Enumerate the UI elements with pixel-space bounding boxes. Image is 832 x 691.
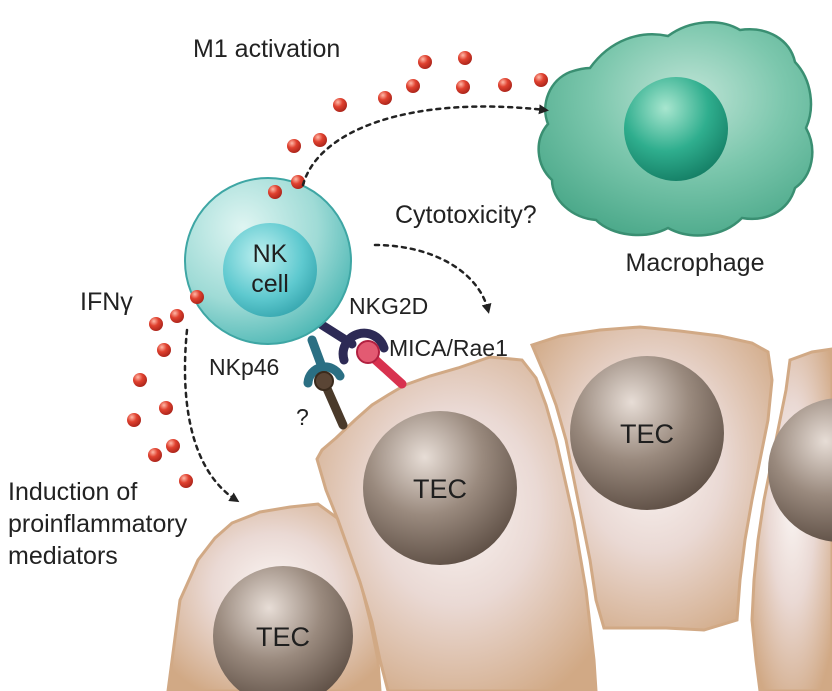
ifng-dot (166, 439, 180, 453)
ifng-dot (378, 91, 392, 105)
nkp46-receptor-cup (303, 362, 345, 388)
ifng-dot (287, 139, 301, 153)
nk-cell-label-line1: NK (253, 240, 288, 268)
tec-nucleus-upper-right (570, 356, 724, 510)
ifng-dot (313, 133, 327, 147)
ifng-dot (170, 309, 184, 323)
macrophage-nucleus (624, 77, 728, 181)
nk-cell-label-line2: cell (251, 270, 289, 298)
ifng-dot (133, 373, 147, 387)
unknown-ligand-head (314, 371, 334, 391)
tec-nucleus-far-right (768, 398, 832, 542)
nkg2d-receptor-cup (338, 328, 389, 365)
ifng-dot (149, 317, 163, 331)
ifng-dot (498, 78, 512, 92)
tec-label-upper-right: TEC (620, 419, 674, 449)
tec-nucleus-bottom-left (213, 566, 353, 691)
ifng-label: IFNγ (80, 288, 133, 316)
unknown-ligand-label: ? (296, 404, 309, 430)
mica-rae1-ligand-head (356, 340, 380, 364)
nkp46-label: NKp46 (209, 354, 279, 380)
ifng-dot (458, 51, 472, 65)
ifng-dot (127, 413, 141, 427)
m1-activation-label: M1 activation (193, 35, 340, 63)
induction-label-line3: mediators (8, 542, 118, 570)
ifng-dot (157, 343, 171, 357)
tec-label-middle: TEC (413, 474, 467, 504)
ifng-dot (148, 448, 162, 462)
induction-label-line1: Induction of (8, 478, 137, 506)
mica-rae1-label: MICA/Rae1 (389, 335, 508, 361)
nkp46-receptor-stalk (307, 335, 327, 372)
ifng-dot (333, 98, 347, 112)
nk-cell-nucleus (223, 223, 317, 317)
induction-label-line2: proinflammatory (8, 510, 188, 538)
tec-nucleus-middle (363, 411, 517, 565)
ifng-dot (190, 290, 204, 304)
unknown-ligand-stalk (320, 379, 348, 430)
cytotoxicity-arrow (373, 243, 492, 314)
ifng-dot (268, 185, 282, 199)
tec-label-bottom-left: TEC (256, 622, 310, 652)
ifng-dot (456, 80, 470, 94)
ifng-dot (291, 175, 305, 189)
m1-activation-arrow (301, 104, 549, 187)
ifng-dot (418, 55, 432, 69)
nkg2d-label: NKG2D (349, 293, 428, 319)
cytotoxicity-label: Cytotoxicity? (395, 201, 537, 229)
ifng-dot (534, 73, 548, 87)
ifng-dot (159, 401, 173, 415)
proinflammatory-arrow (183, 328, 240, 503)
macrophage-label: Macrophage (626, 249, 765, 277)
ifng-dot (179, 474, 193, 488)
ifng-dot (406, 79, 420, 93)
